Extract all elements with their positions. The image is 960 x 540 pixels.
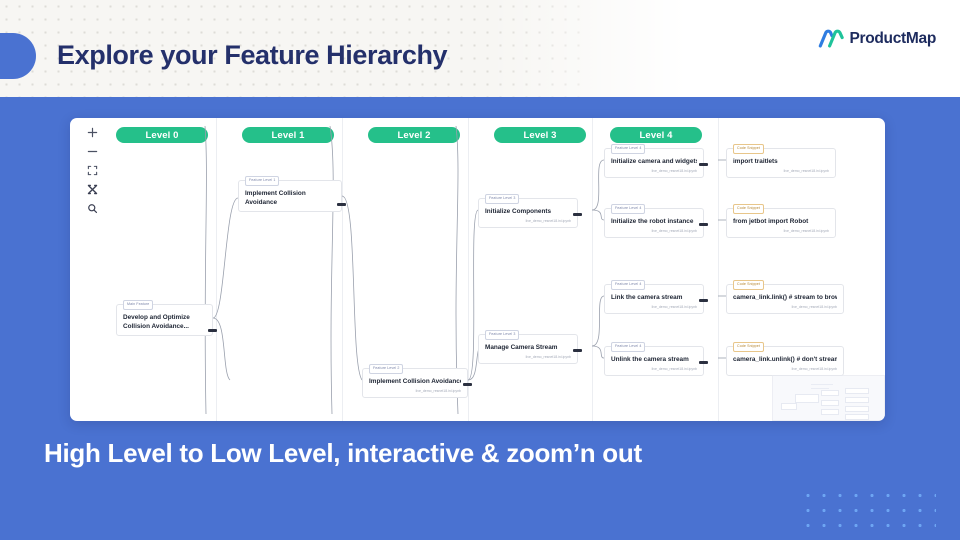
logo-text: ProductMap bbox=[849, 29, 936, 47]
node-collapse-handle[interactable] bbox=[573, 213, 582, 216]
node-subtitle: live_demo_resnet18.ini.ipynb bbox=[651, 366, 697, 371]
column-divider bbox=[468, 118, 469, 421]
zoom-out-icon[interactable] bbox=[84, 144, 100, 158]
node-title: camera_link.unlink() # don't stream to .… bbox=[733, 356, 837, 363]
node-subtitle: live_demo_resnet18.ini.ipynb bbox=[791, 366, 837, 371]
node-collapse-handle[interactable] bbox=[699, 223, 708, 226]
level-pill-0[interactable]: Level 0 bbox=[116, 127, 208, 143]
column-divider bbox=[592, 118, 593, 421]
column-divider bbox=[342, 118, 343, 421]
node-code-snippet-link[interactable]: Code Snippet camera_link.link() # stream… bbox=[726, 280, 844, 314]
node-subtitle: live_demo_resnet18.ini.ipynb bbox=[783, 228, 829, 233]
node-main-feature[interactable]: Main Feature Develop and Optimize Collis… bbox=[116, 300, 217, 337]
node-badge: Feature Level 4 bbox=[611, 342, 646, 352]
node-initialize-camera-widgets[interactable]: Feature Level 4 Initialize camera and wi… bbox=[604, 144, 708, 178]
node-badge: Feature Level 1 bbox=[245, 176, 280, 186]
node-manage-camera-stream[interactable]: Feature Level 3 Manage Camera Stream liv… bbox=[478, 330, 582, 364]
node-badge: Feature Level 4 bbox=[611, 144, 646, 154]
node-badge: Code Snippet bbox=[733, 144, 764, 154]
node-title: Initialize camera and widgets bbox=[611, 158, 697, 165]
minimap-node bbox=[845, 406, 869, 412]
node-title: from jetbot import Robot bbox=[733, 218, 809, 225]
minimap-edge bbox=[811, 384, 833, 385]
node-badge: Code Snippet bbox=[733, 280, 764, 290]
canvas-minimap[interactable] bbox=[772, 375, 885, 421]
node-subtitle: live_demo_resnet18.ini.ipynb bbox=[525, 354, 571, 359]
node-badge: Main Feature bbox=[123, 300, 154, 310]
productmap-chevrons-logo bbox=[818, 29, 845, 48]
column-divider bbox=[718, 118, 719, 421]
node-feature-level1[interactable]: Feature Level 1 Implement Collision Avoi… bbox=[238, 176, 346, 213]
column-divider bbox=[216, 118, 217, 421]
node-title: Unlink the camera stream bbox=[611, 356, 689, 363]
node-badge: Feature Level 3 bbox=[485, 330, 520, 340]
node-unlink-camera-stream[interactable]: Feature Level 4 Unlink the camera stream… bbox=[604, 342, 708, 376]
header-gradient-overlay bbox=[490, 0, 960, 97]
node-feature-level2[interactable]: Feature Level 2 Implement Collision Avoi… bbox=[362, 364, 472, 398]
node-code-snippet-jetbot[interactable]: Code Snippet from jetbot import Robot li… bbox=[726, 204, 836, 238]
node-collapse-handle[interactable] bbox=[463, 383, 472, 386]
zoom-in-icon[interactable] bbox=[84, 125, 100, 139]
minimap-edge bbox=[811, 388, 829, 389]
node-badge: Feature Level 2 bbox=[369, 364, 404, 374]
node-collapse-handle[interactable] bbox=[699, 163, 708, 166]
node-code-snippet-unlink[interactable]: Code Snippet camera_link.unlink() # don'… bbox=[726, 342, 844, 376]
slide-header: Explore your Feature Hierarchy ProductMa… bbox=[0, 0, 960, 97]
node-title: Initialize the robot instance bbox=[611, 218, 694, 225]
minimap-node bbox=[781, 403, 797, 410]
minimap-node bbox=[821, 400, 839, 406]
node-title: Initialize Components bbox=[485, 208, 552, 215]
node-subtitle: live_demo_resnet18.ini.ipynb bbox=[651, 304, 697, 309]
level-pill-3[interactable]: Level 3 bbox=[494, 127, 586, 143]
node-initialize-components[interactable]: Feature Level 3 Initialize Components li… bbox=[478, 194, 582, 228]
node-badge: Feature Level 4 bbox=[611, 204, 646, 214]
node-title: Develop and Optimize Collision Avoidance… bbox=[123, 314, 190, 330]
fit-view-icon[interactable] bbox=[84, 163, 100, 177]
node-collapse-handle[interactable] bbox=[699, 299, 708, 302]
node-badge: Feature Level 3 bbox=[485, 194, 520, 204]
node-collapse-handle[interactable] bbox=[337, 203, 346, 206]
header-accent-pill bbox=[0, 33, 36, 79]
level-pill-4[interactable]: Level 4 bbox=[610, 127, 702, 143]
lock-icon[interactable] bbox=[84, 182, 100, 196]
minimap-node bbox=[821, 390, 839, 396]
node-badge: Code Snippet bbox=[733, 342, 764, 352]
node-initialize-robot-instance[interactable]: Feature Level 4 Initialize the robot ins… bbox=[604, 204, 708, 238]
level-pill-2[interactable]: Level 2 bbox=[368, 127, 460, 143]
node-subtitle: live_demo_resnet18.ini.ipynb bbox=[651, 168, 697, 173]
node-code-snippet-traitlets[interactable]: Code Snippet import traitlets live_demo_… bbox=[726, 144, 836, 178]
minimap-node bbox=[845, 388, 869, 394]
productmap-logo: ProductMap bbox=[818, 29, 936, 48]
feature-hierarchy-canvas[interactable]: Level 0 Level 1 Level 2 Level 3 Level 4 bbox=[70, 118, 885, 421]
node-collapse-handle[interactable] bbox=[699, 361, 708, 364]
minimap-node bbox=[821, 409, 839, 415]
canvas-zoom-toolbar[interactable] bbox=[83, 125, 101, 215]
node-link-camera-stream[interactable]: Feature Level 4 Link the camera stream l… bbox=[604, 280, 708, 314]
slide-caption: High Level to Low Level, interactive & z… bbox=[44, 438, 642, 468]
search-icon[interactable] bbox=[84, 201, 100, 215]
node-title: Link the camera stream bbox=[611, 294, 683, 301]
node-title: Implement Collision Avoidance bbox=[369, 378, 461, 385]
node-badge: Feature Level 4 bbox=[611, 280, 646, 290]
page-title: Explore your Feature Hierarchy bbox=[57, 40, 448, 70]
node-collapse-handle[interactable] bbox=[208, 329, 217, 332]
node-subtitle: live_demo_resnet18.ini.ipynb bbox=[415, 388, 461, 393]
minimap-node bbox=[845, 397, 869, 403]
decorative-dot-grid bbox=[800, 488, 936, 530]
node-title: Implement Collision Avoidance bbox=[245, 190, 306, 206]
node-subtitle: live_demo_resnet18.ini.ipynb bbox=[791, 304, 837, 309]
minimap-node bbox=[795, 394, 819, 403]
header-dot-pattern bbox=[0, 0, 580, 97]
node-title: Manage Camera Stream bbox=[485, 344, 558, 351]
node-subtitle: live_demo_resnet18.ini.ipynb bbox=[525, 218, 571, 223]
node-title: camera_link.link() # stream to browser .… bbox=[733, 294, 837, 301]
node-badge: Code Snippet bbox=[733, 204, 764, 214]
minimap-node bbox=[845, 414, 869, 420]
level-pill-1[interactable]: Level 1 bbox=[242, 127, 334, 143]
node-subtitle: live_demo_resnet18.ini.ipynb bbox=[651, 228, 697, 233]
node-subtitle: live_demo_resnet18.ini.ipynb bbox=[783, 168, 829, 173]
node-collapse-handle[interactable] bbox=[573, 349, 582, 352]
node-title: import traitlets bbox=[733, 158, 778, 165]
